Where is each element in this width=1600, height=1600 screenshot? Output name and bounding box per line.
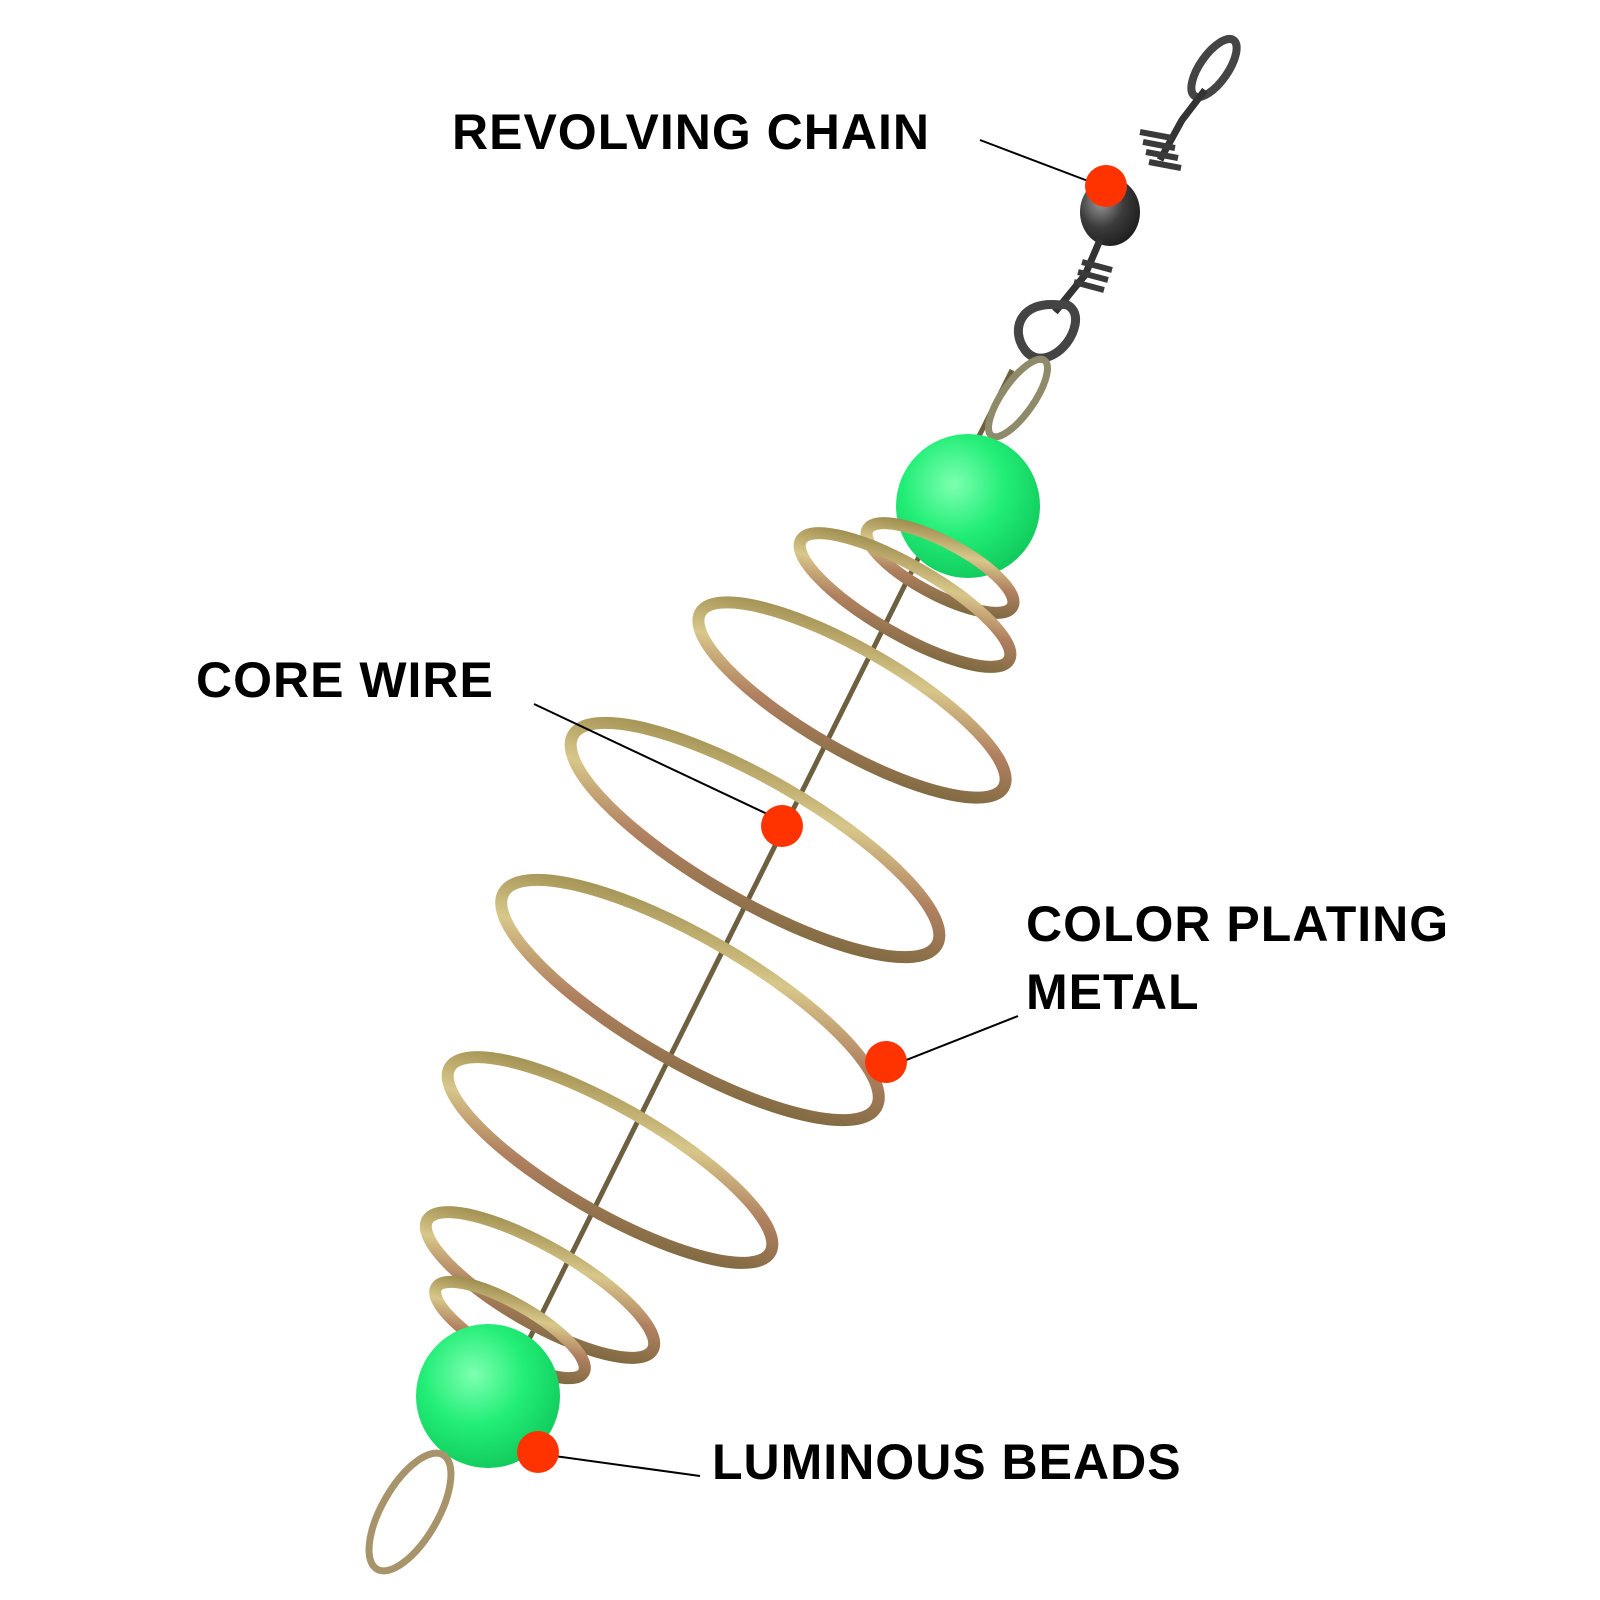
label-revolving-chain: REVOLVING CHAIN bbox=[452, 104, 930, 160]
swivel-upper-coils bbox=[1139, 129, 1182, 171]
label-core-wire: CORE WIRE bbox=[196, 652, 494, 708]
leader-line-revolving-chain bbox=[979, 139, 1097, 185]
leader-line-color-plating bbox=[885, 1015, 1019, 1069]
marker-luminous-beads bbox=[517, 1431, 559, 1473]
swivel-top-loop bbox=[1187, 35, 1241, 101]
swivel-lower-coils bbox=[1073, 259, 1113, 293]
luminous-bead-top bbox=[896, 434, 1040, 578]
label-color-plating-metal: COLOR PLATING METAL bbox=[1026, 890, 1449, 1026]
swivel-bottom-loop bbox=[1013, 299, 1081, 363]
leader-line-core-wire bbox=[533, 703, 781, 821]
label-color-plating-line2: METAL bbox=[1026, 964, 1200, 1020]
connector-ring-bottom bbox=[365, 1449, 455, 1575]
leader-line-luminous-beads bbox=[539, 1453, 701, 1477]
label-color-plating-line1: COLOR PLATING bbox=[1026, 896, 1450, 952]
luminous-bead-bottom bbox=[416, 1324, 560, 1468]
label-luminous-beads: LUMINOUS BEADS bbox=[712, 1434, 1182, 1490]
marker-core-wire bbox=[761, 805, 803, 847]
marker-color-plating bbox=[865, 1041, 907, 1083]
marker-revolving-chain bbox=[1085, 165, 1127, 207]
spring-coils bbox=[419, 517, 1020, 1385]
connector-ring-top bbox=[985, 355, 1051, 441]
